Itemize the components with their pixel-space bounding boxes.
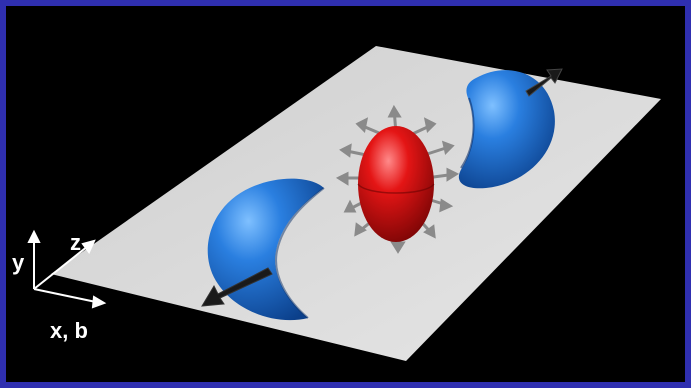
center-body <box>358 126 434 242</box>
scene-canvas <box>6 6 685 382</box>
axis-label-xb: x, b <box>50 320 88 342</box>
axis-label-y: y <box>12 252 24 274</box>
ground-plane <box>51 46 661 361</box>
axis-label-z: z <box>70 232 81 254</box>
